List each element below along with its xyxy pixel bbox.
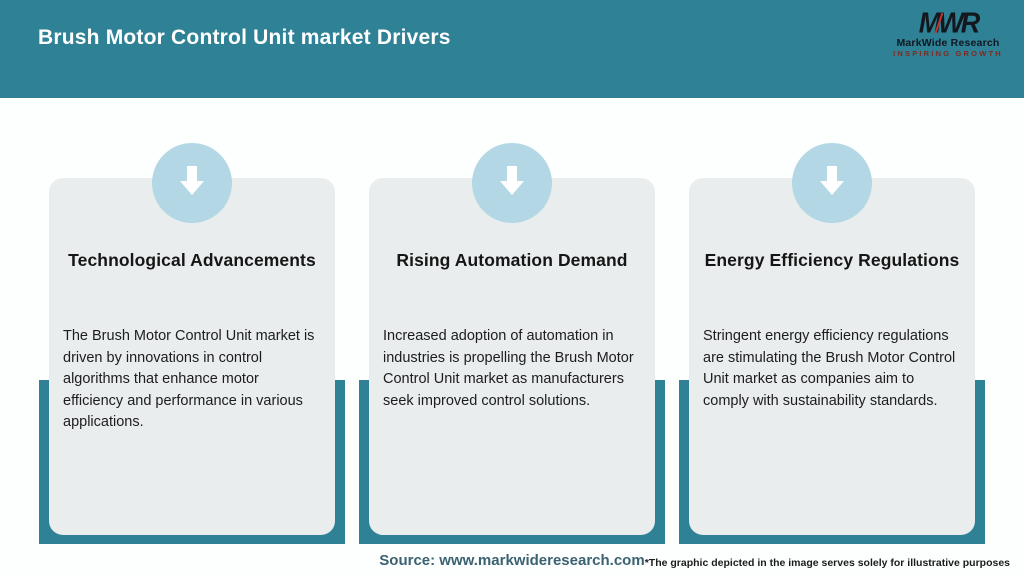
card: [689, 178, 975, 535]
logo-name: MarkWide Research: [896, 37, 1000, 49]
arrow-circle: [792, 143, 872, 223]
arrow-down-icon: [812, 161, 852, 206]
header-band: Brush Motor Control Unit market Drivers …: [0, 0, 1024, 98]
card-body: Increased adoption of automation in indu…: [383, 328, 634, 409]
source-text: Source: www.markwideresearch.com: [379, 552, 645, 569]
arrow-down-icon: [492, 161, 532, 206]
page-title: Brush Motor Control Unit market Drivers: [38, 26, 451, 49]
card: [369, 178, 655, 535]
card: [49, 178, 335, 535]
logo-tagline: INSPIRING GROWTH: [893, 49, 1003, 58]
card-title: Rising Automation Demand: [396, 250, 628, 270]
arrow-circle: [152, 143, 232, 223]
arrow-down-icon: [172, 161, 212, 206]
card-title: Energy Efficiency Regulations: [704, 250, 960, 270]
logo-monogram: MWR: [918, 7, 981, 39]
disclaimer-text: *The graphic depicted in the image serve…: [644, 557, 1010, 569]
card-body: Stringent energy efficiency regulations …: [703, 328, 956, 409]
card-body: The Brush Motor Control Unit market is d…: [63, 328, 315, 430]
card-title: Technological Advancements: [68, 250, 316, 270]
markwide-research-logo: MWR MarkWide Research INSPIRING GROWTH: [888, 7, 1008, 64]
arrow-circle: [472, 143, 552, 223]
